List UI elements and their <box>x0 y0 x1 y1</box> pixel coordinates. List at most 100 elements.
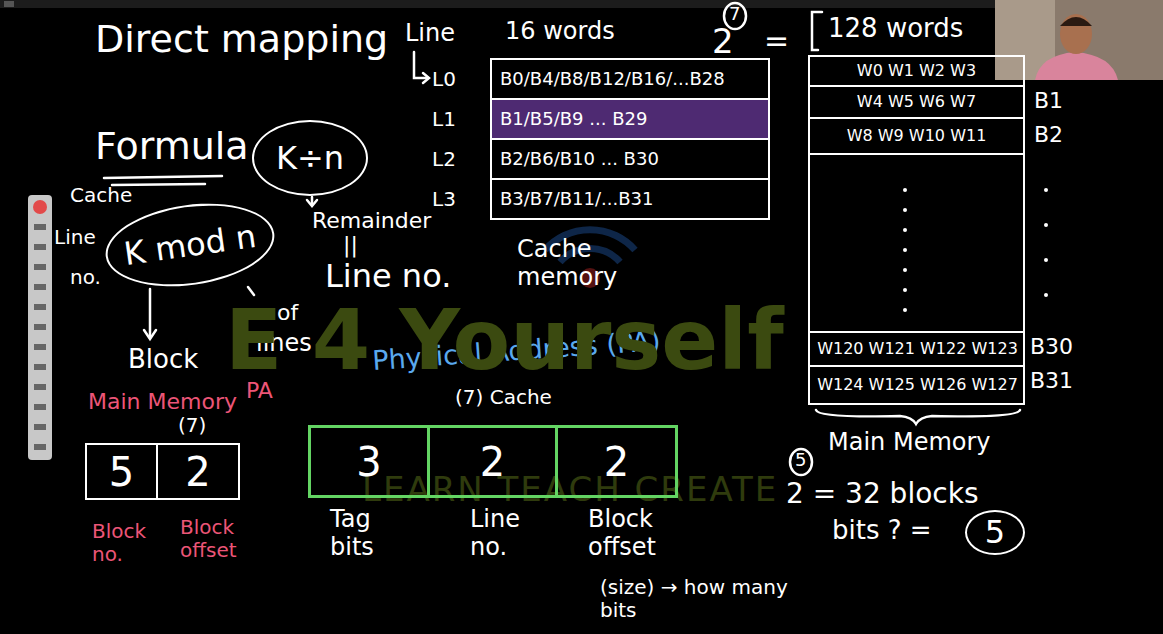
box-caption: Main Memory <box>828 428 991 456</box>
note-label: Block <box>128 344 198 374</box>
label-wrap: Block offset <box>180 516 264 562</box>
note-label: Line <box>54 225 96 249</box>
cache-line: B2/B6/B10 ... B30 <box>492 140 768 180</box>
address-field-box: 5 <box>85 443 158 500</box>
label-wrap: B2 <box>1034 122 1063 147</box>
block-label: B1 <box>1034 88 1063 113</box>
section-note: Main Memory <box>88 389 237 414</box>
memory-block-row: W0 W1 W2 W3 <box>810 57 1023 87</box>
label-wrap: 2 = 32 blocks <box>786 478 979 510</box>
block-label: B2 <box>1034 122 1063 147</box>
block-label: B30 <box>1030 334 1073 359</box>
caption-wrap: Cache memory <box>517 236 637 291</box>
note-label: no. <box>70 265 101 289</box>
label-wrap: Formula <box>95 125 249 169</box>
box-text: K÷n <box>276 140 344 177</box>
label-wrap: Block no. <box>92 520 162 566</box>
label-wrap: (7) <box>178 414 206 437</box>
label-wrap: B1 <box>1034 88 1063 113</box>
label-wrap: Line no. <box>325 258 451 295</box>
label-wrap: L1 <box>432 108 456 131</box>
box-text: 5 <box>109 449 134 495</box>
address-field-box: 2 <box>430 425 558 498</box>
box-text: B2/B6/B10 ... B30 <box>500 149 659 170</box>
box-text: 2 <box>185 449 210 495</box>
label-wrap: = <box>764 24 789 59</box>
box-text: 5 <box>985 514 1005 551</box>
label-wrap: 16 words <box>505 18 615 46</box>
watermark: E 4 Yourself <box>225 291 784 389</box>
box-caption: Cache memory <box>517 235 617 291</box>
line-label: L0 <box>432 67 456 91</box>
label-wrap: Remainder <box>312 208 431 233</box>
caption-wrap: Main Memory <box>828 429 991 457</box>
board-title: Direct mapping <box>95 17 388 61</box>
label-wrap: LEARN TEACH CREATE <box>362 470 778 509</box>
label-wrap: bits ? = <box>832 516 932 546</box>
heading-label: 16 words <box>505 17 615 45</box>
box-text: W0 W1 W2 W3 <box>857 62 976 80</box>
note-label: Cache <box>70 183 132 207</box>
main-memory-box: Main MemoryW0 W1 W2 W3W4 W5 W6 W7W8 W9 W… <box>808 55 1025 405</box>
bit-count: (7) <box>178 413 206 437</box>
memory-block-row: W4 W5 W6 W7 <box>810 87 1023 119</box>
label-wrap: (size) → how many bits <box>600 576 830 622</box>
label-wrap: Block offset <box>588 506 688 561</box>
base-number: 2 <box>712 21 734 61</box>
box-text: B1/B5/B9 ... B29 <box>500 109 647 130</box>
box-text: B3/B7/B11/...B31 <box>500 189 653 210</box>
equals-mark: || <box>343 232 358 257</box>
watermark: LEARN TEACH CREATE <box>362 469 778 509</box>
exponent-number: 5 <box>795 449 806 470</box>
equals-sign: = <box>764 23 789 58</box>
size-label: 128 words <box>828 13 963 43</box>
note-label: Remainder <box>312 208 431 233</box>
label-wrap: 128 words <box>828 14 963 44</box>
exponent-number: 7 <box>729 3 740 24</box>
label-wrap: 5 <box>795 450 806 471</box>
box-text: 2 <box>480 439 505 485</box>
label-wrap: || <box>343 232 358 257</box>
section-heading: Formula <box>95 124 249 168</box>
label-wrap: Line no. <box>470 506 554 561</box>
field-label: Line no. <box>470 505 520 561</box>
label-wrap: Cache <box>70 184 132 207</box>
cache-line: B3/B7/B11/...B31 <box>492 180 768 218</box>
memory-block-row: W124 W125 W126 W127 <box>810 367 1025 403</box>
field-label: Block no. <box>92 519 146 566</box>
line-label: L2 <box>432 147 456 171</box>
box-text: K mod n <box>122 218 259 273</box>
title-wrap: Direct mapping <box>95 18 388 62</box>
address-field-box: 2 <box>558 425 678 498</box>
box-text: W120 W121 W122 W123 <box>817 340 1018 358</box>
memory-block-row: W8 W9 W10 W11 <box>810 119 1023 155</box>
label-wrap: Block <box>128 345 198 375</box>
note-label: (size) → how many bits <box>600 575 788 622</box>
address-field-box: 3 <box>308 425 430 498</box>
answer-circle: 5 <box>965 510 1025 555</box>
box-text: W4 W5 W6 W7 <box>857 93 976 111</box>
address-field-box: 2 <box>158 443 240 500</box>
box-text: 3 <box>356 439 381 485</box>
label-wrap: B30 <box>1030 334 1073 359</box>
field-label: Block offset <box>180 515 237 562</box>
field-label: Tag bits <box>330 505 374 561</box>
label-wrap: Line <box>54 226 96 249</box>
label-wrap: Main Memory <box>88 389 237 414</box>
block-label: B31 <box>1030 368 1073 393</box>
line-label: L1 <box>432 107 456 131</box>
label-wrap: B31 <box>1030 368 1073 393</box>
heading-label: Line <box>405 19 455 47</box>
formula-oval: K mod n <box>100 194 279 297</box>
label-wrap: E 4 Yourself <box>225 292 784 389</box>
box-text: W8 W9 W10 W11 <box>847 127 987 145</box>
label-wrap: no. <box>70 266 101 289</box>
note-label: 2 = 32 blocks <box>786 477 979 510</box>
label-wrap: Line <box>405 20 455 48</box>
field-label: Block offset <box>588 505 656 561</box>
cache-line: B0/B4/B8/B12/B16/...B28 <box>492 60 768 100</box>
formula-circle: K÷n <box>252 120 368 196</box>
memory-block-row: W120 W121 W122 W123 <box>810 331 1025 367</box>
box-text: 2 <box>604 439 629 485</box>
